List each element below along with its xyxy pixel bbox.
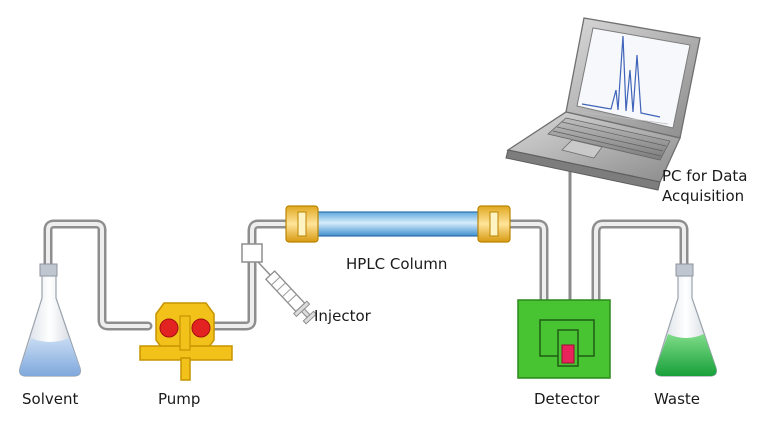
pc-label-line2: Acquisition — [662, 187, 745, 205]
solvent-label: Solvent — [22, 390, 79, 408]
detector-label: Detector — [534, 390, 600, 408]
pump-label: Pump — [158, 390, 201, 408]
laptop — [505, 17, 701, 191]
pump — [139, 302, 233, 381]
waste-label: Waste — [654, 390, 700, 408]
detector — [517, 299, 611, 379]
solvent-flask — [19, 263, 81, 377]
hplc-column — [285, 205, 511, 243]
injector-label: Injector — [314, 307, 371, 325]
chromatogram-display — [581, 35, 669, 125]
pc-label-line1: PC for Data — [662, 167, 748, 185]
injector — [241, 243, 318, 325]
tubing — [43, 170, 689, 331]
waste-flask — [655, 263, 717, 377]
column-label: HPLC Column — [346, 255, 448, 273]
